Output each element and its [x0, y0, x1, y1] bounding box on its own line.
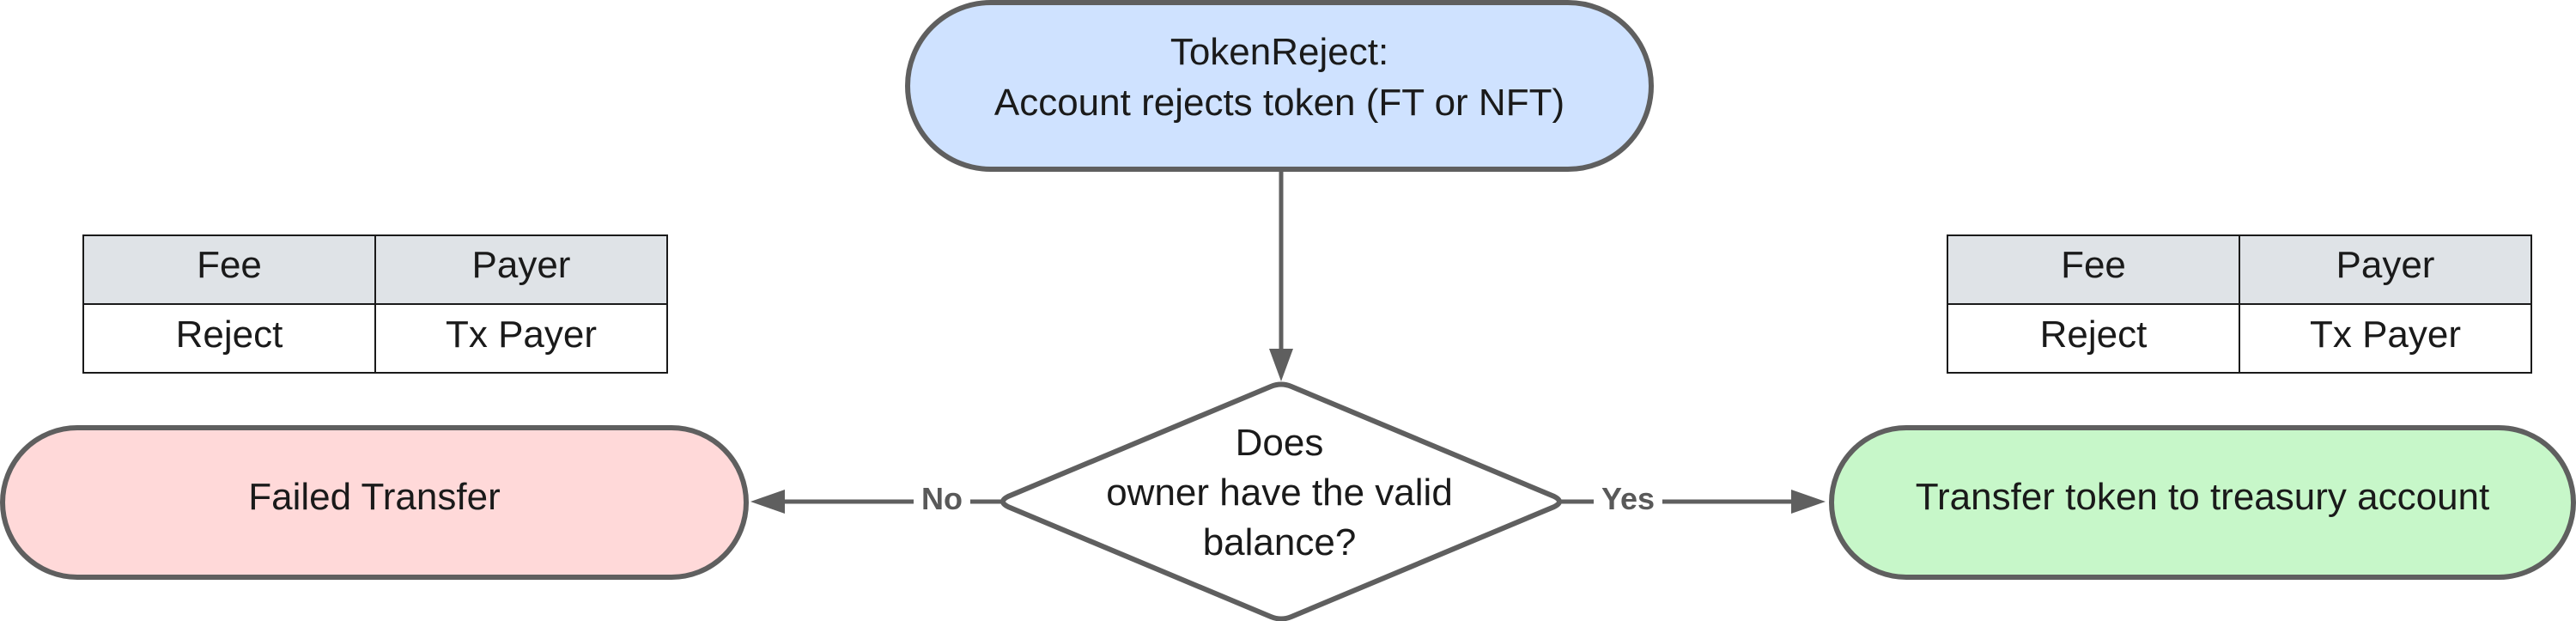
- start-node-shape: [905, 0, 1654, 172]
- success-node: Transfer token to treasury account: [1829, 425, 2576, 580]
- table-cell-payer: Tx Payer: [446, 314, 597, 356]
- start-node: TokenReject: Account rejects token (FT o…: [905, 0, 1654, 172]
- decision-node-line3: balance?: [1203, 521, 1357, 563]
- table-header-fee: Fee: [197, 244, 262, 286]
- arrowhead-icon: [1791, 490, 1826, 514]
- edge-decision-to-fail: No: [750, 478, 1001, 522]
- edge-label-bg: [914, 478, 970, 522]
- edge-label-bg: [1594, 478, 1662, 522]
- arrowhead-icon: [750, 490, 785, 514]
- table-header-payer: Payer: [472, 244, 571, 286]
- decision-node-line1: Does: [1236, 422, 1324, 464]
- fee-table-right: Fee Payer Reject Tx Payer: [1947, 234, 2532, 374]
- table-header-fee: Fee: [2061, 244, 2126, 286]
- fee-table-left: Fee Payer Reject Tx Payer: [82, 234, 668, 374]
- table-cell-fee: Reject: [2040, 314, 2148, 356]
- table-cell-payer: Tx Payer: [2310, 314, 2461, 356]
- start-node-subtitle: Account rejects token (FT or NFT): [994, 82, 1564, 124]
- fail-node-shape: [0, 425, 749, 580]
- decision-node-shape: [1000, 381, 1562, 621]
- fail-node: Failed Transfer: [0, 425, 749, 580]
- table-header-payer: Payer: [2336, 244, 2435, 286]
- start-node-title: TokenReject:: [1170, 31, 1388, 73]
- decision-node-line2: owner have the valid: [1106, 472, 1453, 514]
- edge-start-to-decision: [1269, 170, 1293, 381]
- edge-decision-to-success: Yes: [1561, 478, 1826, 522]
- success-node-label: Transfer token to treasury account: [1916, 476, 2489, 518]
- fail-node-label: Failed Transfer: [248, 476, 500, 518]
- table-cell-fee: Reject: [176, 314, 283, 356]
- success-node-shape: [1829, 425, 2576, 580]
- arrowhead-icon: [1269, 349, 1293, 381]
- edge-label-yes: Yes: [1601, 481, 1655, 516]
- edge-label-no: No: [921, 481, 963, 516]
- decision-node: Does owner have the valid balance?: [1000, 381, 1562, 621]
